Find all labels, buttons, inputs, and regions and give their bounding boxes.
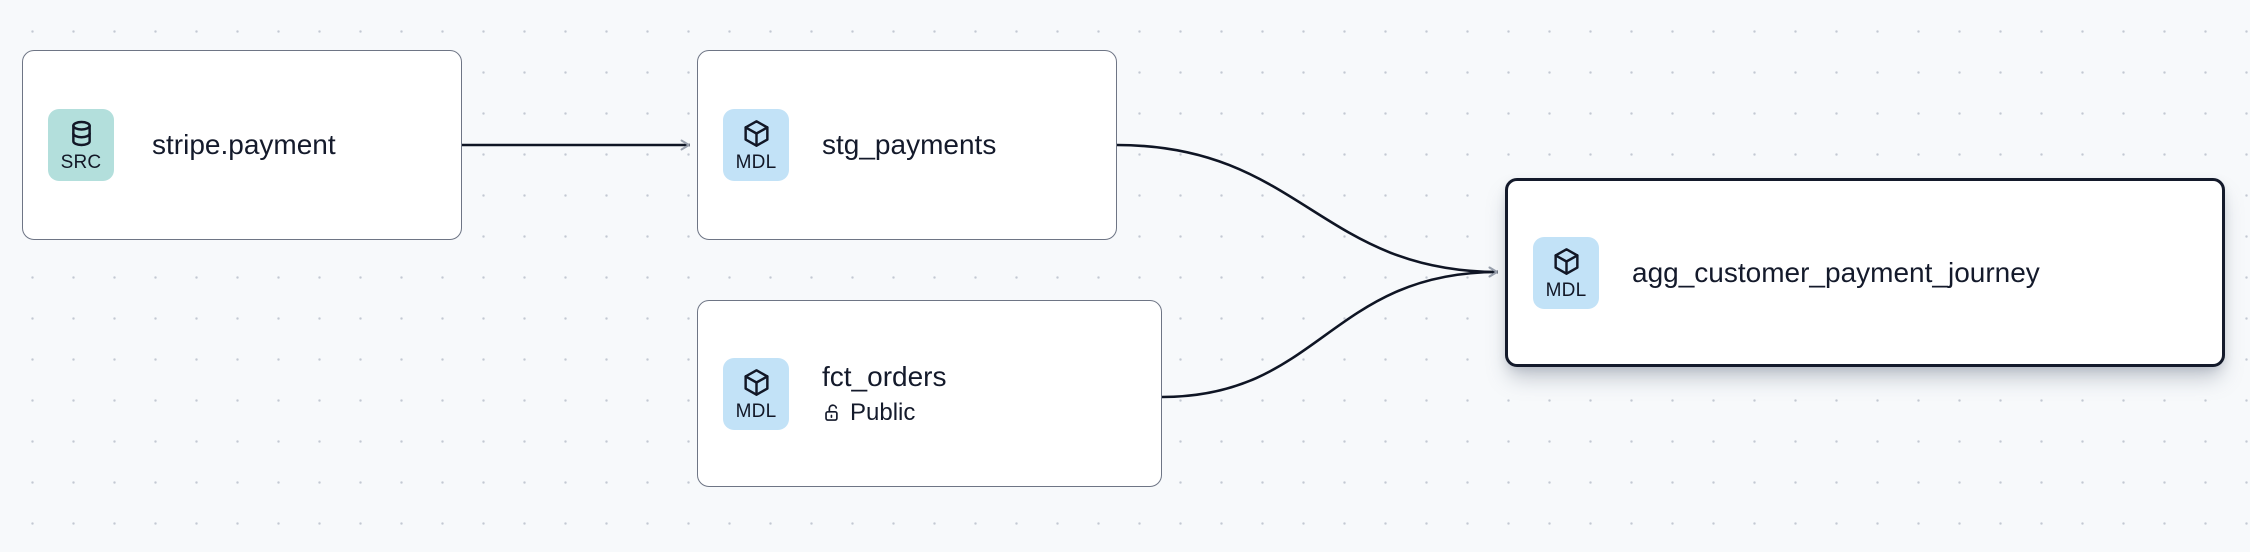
lineage-node-stg-payments[interactable]: MDL stg_payments (697, 50, 1117, 240)
model-type-badge: MDL (1533, 236, 1599, 309)
cube-icon (743, 120, 769, 147)
badge-label: SRC (60, 152, 102, 173)
cube-icon (743, 368, 769, 396)
node-title: agg_customer_payment_journey (1632, 256, 2040, 288)
cube-icon (1553, 247, 1579, 275)
database-icon (71, 120, 91, 147)
lineage-node-fct-orders[interactable]: MDL fct_orders Public (697, 300, 1162, 487)
model-type-badge: MDL (723, 357, 789, 430)
node-body: stripe.payment (152, 128, 336, 161)
badge-label: MDL (735, 400, 777, 422)
node-body: fct_orders Public (822, 360, 947, 426)
node-title: stripe.payment (152, 129, 336, 161)
badge-label: MDL (735, 152, 777, 173)
edge-fct-orders-to-agg-customer-payment-journey (1161, 266, 1499, 399)
badge-label: MDL (1545, 279, 1587, 301)
node-body: stg_payments (822, 128, 996, 161)
unlock-icon (825, 404, 838, 421)
visibility-label: Public (850, 398, 916, 426)
edge-stg-payments-to-agg-customer-payment-journey (1116, 143, 1499, 278)
lineage-node-stripe-payment[interactable]: SRC stripe.payment (22, 50, 462, 240)
source-type-badge: SRC (48, 109, 114, 181)
node-title: stg_payments (822, 129, 997, 161)
visibility-badge: Public (822, 399, 947, 427)
node-body: agg_customer_payment_journey (1632, 256, 2040, 289)
model-type-badge: MDL (723, 109, 789, 181)
node-title: fct_orders (822, 361, 947, 393)
lineage-node-agg-customer-payment-journey[interactable]: MDL agg_customer_payment_journey (1505, 178, 2225, 367)
